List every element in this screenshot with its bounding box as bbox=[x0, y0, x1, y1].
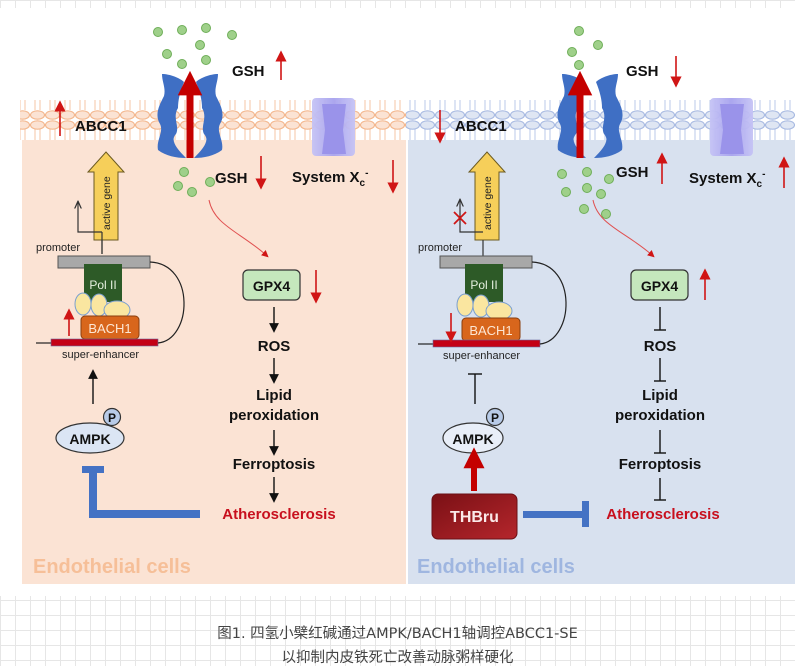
right-gsh-dots-inside bbox=[557, 167, 614, 219]
right-phospho-label: P bbox=[491, 411, 499, 425]
right-ferroptosis-label: Ferroptosis bbox=[619, 456, 702, 473]
right-peroxidation-label: peroxidation bbox=[615, 407, 705, 424]
left-dna-loop bbox=[149, 261, 185, 344]
left-phospho-label: P bbox=[108, 411, 116, 425]
left-ros-label: ROS bbox=[258, 338, 291, 355]
figure-caption-line1: 图1. 四氢小檗红碱通过AMPK/BACH1轴调控ABCC1-SE bbox=[217, 626, 578, 642]
right-ros-label: ROS bbox=[644, 338, 677, 355]
left-active-gene-arrow bbox=[86, 151, 126, 241]
left-system-xc-channel bbox=[312, 98, 355, 156]
left-gene-locus: active gene promoter Pol II BACH1 super-… bbox=[36, 151, 185, 361]
right-ampk-inhibits-bar bbox=[468, 373, 482, 404]
right-dna-loop bbox=[531, 261, 567, 345]
left-transcription-arrow bbox=[78, 202, 102, 233]
right-inhibition-bars bbox=[654, 307, 666, 501]
right-bach1-label: BACH1 bbox=[469, 323, 512, 338]
right-gpx4-label: GPX4 bbox=[641, 278, 679, 294]
right-gsh-dots-outside bbox=[567, 26, 603, 70]
left-abcc1-label: ABCC1 bbox=[75, 118, 127, 135]
right-thbru-box bbox=[431, 493, 518, 540]
left-gsh-in-label: GSH bbox=[215, 170, 248, 187]
right-atherosclerosis-label: Atherosclerosis bbox=[606, 506, 719, 523]
left-gsh-to-gpx4-arrow bbox=[208, 199, 269, 258]
right-gpx4-box bbox=[630, 269, 689, 301]
right-gene-locus: active gene promoter Pol II BACH1 super-… bbox=[418, 151, 567, 362]
right-active-gene-arrow bbox=[467, 151, 507, 241]
right-transcription-arrow bbox=[460, 200, 483, 233]
left-gpx4-label: GPX4 bbox=[253, 278, 291, 294]
right-pol2-label: Pol II bbox=[470, 278, 497, 292]
left-peroxidation-label: peroxidation bbox=[229, 407, 319, 424]
left-inhibition-bracket bbox=[82, 466, 200, 518]
right-lipid-label: Lipid bbox=[642, 387, 678, 404]
left-gsh-dots-inside bbox=[173, 167, 215, 197]
left-super-enhancer-label: super-enhancer bbox=[62, 349, 139, 361]
left-gpx4-box bbox=[242, 269, 301, 301]
right-super-enhancer-bar bbox=[432, 339, 541, 348]
left-promoter-label: promoter bbox=[36, 242, 80, 254]
left-lipid-label: Lipid bbox=[256, 387, 292, 404]
left-phospho-circle bbox=[102, 407, 122, 427]
left-gsh-dots-outside bbox=[153, 23, 237, 69]
left-system-xc-label: System Xc- bbox=[292, 168, 368, 189]
right-super-enhancer-label: super-enhancer bbox=[443, 350, 520, 362]
figure-caption-line2: 以抑制内皮铁死亡改善动脉粥样硬化 bbox=[281, 650, 514, 666]
right-system-xc-label: System Xc- bbox=[689, 169, 765, 190]
left-ferroptosis-label: Ferroptosis bbox=[233, 456, 316, 473]
right-system-xc-channel bbox=[710, 98, 753, 156]
right-panel: GSH ABCC1 GSH System Xc- active gene pro… bbox=[406, 26, 795, 584]
right-ampk-label: AMPK bbox=[452, 431, 493, 447]
right-abcc1-label: ABCC1 bbox=[455, 118, 507, 135]
left-ampk-label: AMPK bbox=[69, 431, 110, 447]
left-super-enhancer-bar bbox=[50, 338, 159, 347]
right-cell-label: Endothelial cells bbox=[417, 556, 575, 578]
right-phospho-circle bbox=[485, 407, 505, 427]
left-active-gene-label: active gene bbox=[101, 176, 113, 230]
left-ampk-node bbox=[55, 422, 125, 454]
right-thbru-label: THBru bbox=[450, 509, 499, 526]
left-cell-background bbox=[22, 140, 406, 584]
right-abcc1-channel bbox=[557, 70, 623, 158]
left-abcc1-channel bbox=[157, 70, 223, 158]
right-gsh-in-label: GSH bbox=[616, 164, 649, 181]
right-gsh-out-label: GSH bbox=[626, 63, 659, 80]
left-bach1-label: BACH1 bbox=[88, 321, 131, 336]
left-atherosclerosis-label: Atherosclerosis bbox=[222, 506, 335, 523]
right-gsh-to-gpx4-arrow bbox=[592, 199, 655, 258]
pathway-diagram: GSH ABCC1 GSH System Xc- active gene pro… bbox=[20, 23, 795, 584]
left-cell-label: Endothelial cells bbox=[33, 556, 191, 578]
left-panel: GSH ABCC1 GSH System Xc- active gene pro… bbox=[20, 23, 406, 584]
right-blocked-x-icon bbox=[453, 211, 467, 225]
right-thbru-inhibits-bar bbox=[523, 501, 589, 527]
right-active-gene-label: active gene bbox=[482, 176, 494, 230]
left-pol2-label: Pol II bbox=[89, 278, 116, 292]
right-promoter-label: promoter bbox=[418, 242, 462, 254]
left-gsh-out-label: GSH bbox=[232, 63, 265, 80]
